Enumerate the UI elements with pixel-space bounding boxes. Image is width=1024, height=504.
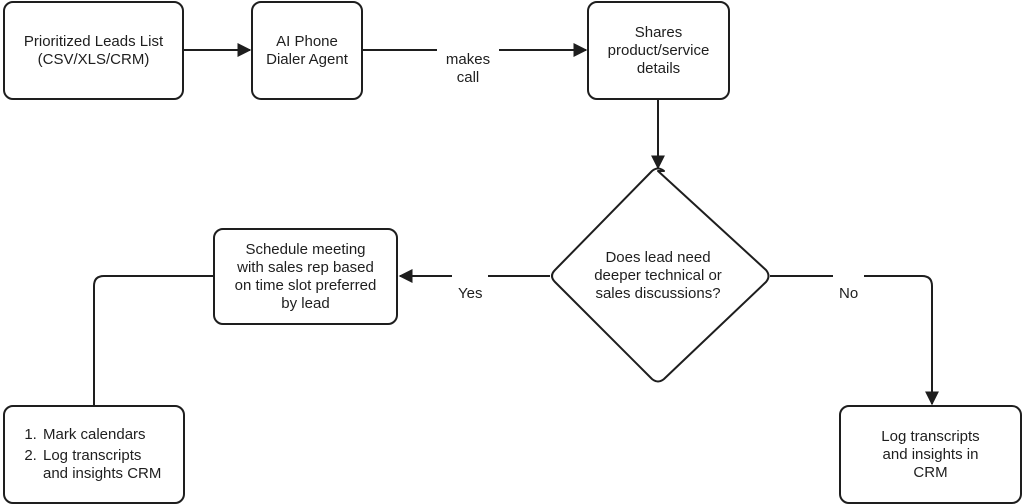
decision-label: Does lead need deeper technical or sales… (572, 238, 744, 314)
edge-label-makes-call-text: makes call (445, 51, 491, 86)
node-follow-up-actions: Mark calendars Log transcripts and insig… (3, 405, 185, 504)
edge-label-makes-call: makes call (437, 33, 499, 87)
node-prioritized-leads: Prioritized Leads List (CSV/XLS/CRM) (3, 1, 184, 100)
node-log-transcripts-label: Log transcripts and insights in CRM (881, 427, 980, 481)
edge-label-yes: Yes (452, 267, 489, 303)
edge-schedule-to-actions (93, 275, 213, 405)
decision-diamond (551, 167, 770, 383)
node-schedule-meeting-label: Schedule meeting with sales rep based on… (234, 240, 377, 312)
node-ai-phone-dialer: AI Phone Dialer Agent (251, 1, 363, 100)
edge-label-yes-text: Yes (458, 285, 483, 302)
edge-decision-no (770, 275, 939, 406)
follow-up-actions-list: Mark calendars Log transcripts and insig… (5, 426, 161, 483)
node-schedule-meeting: Schedule meeting with sales rep based on… (213, 228, 398, 325)
edge-label-no-text: No (839, 285, 859, 302)
node-shares-details-label: Shares product/service details (607, 23, 710, 77)
list-item: Log transcripts and insights CRM (41, 447, 161, 483)
node-log-transcripts: Log transcripts and insights in CRM (839, 405, 1022, 504)
node-prioritized-leads-label: Prioritized Leads List (CSV/XLS/CRM) (23, 32, 164, 68)
node-ai-phone-dialer-label: AI Phone Dialer Agent (266, 32, 348, 68)
decision-label-text: Does lead need deeper technical or sales… (594, 249, 722, 302)
action-log-transcripts: Log transcripts and insights CRM (43, 447, 162, 482)
list-item: Mark calendars (41, 426, 161, 444)
node-shares-details: Shares product/service details (587, 1, 730, 100)
action-mark-calendars: Mark calendars (43, 426, 146, 443)
edge-label-no: No (833, 267, 865, 303)
